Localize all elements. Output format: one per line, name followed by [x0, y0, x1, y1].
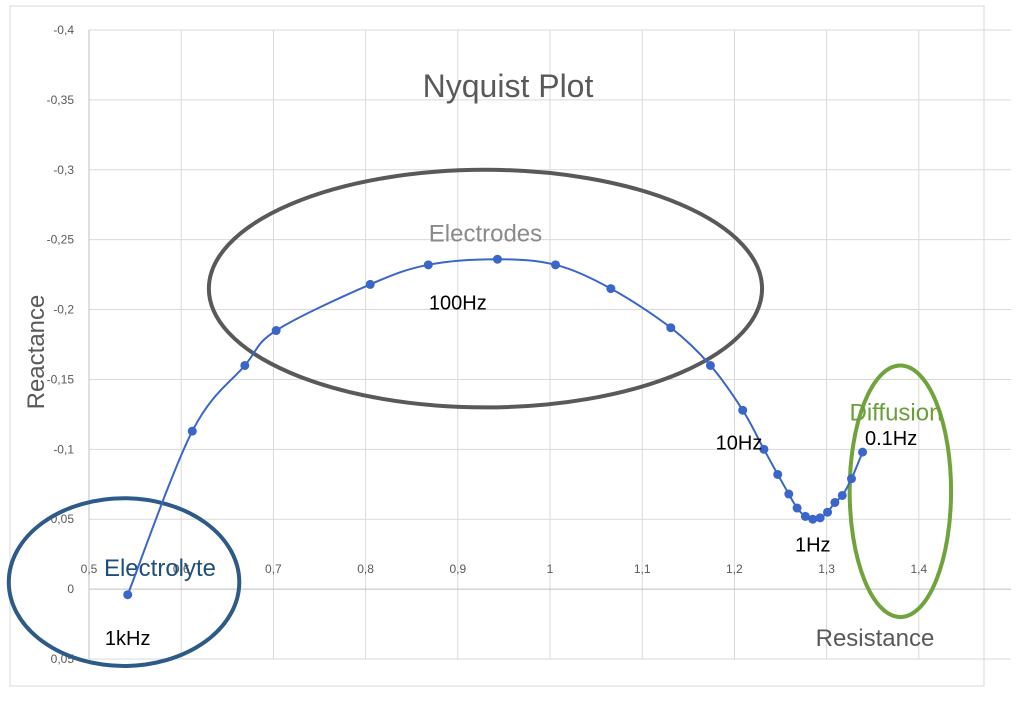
y-tick-label: -0,15 [47, 372, 75, 386]
y-tick-label: -0,2 [53, 303, 74, 317]
annotation-label: 1kHz [105, 628, 151, 650]
region-ellipse-electrodes [206, 167, 765, 410]
region-ellipse-electrolyte [6, 496, 242, 668]
x-tick-label: 0,8 [357, 562, 374, 576]
y-tick-labels: -0,4-0,35-0,3-0,25-0,2-0,15-0,1-0,0500,0… [47, 23, 75, 666]
x-tick-label: 0,6 [173, 562, 190, 576]
chart-title: Nyquist Plot [423, 68, 594, 104]
data-point [240, 360, 250, 370]
data-point [759, 444, 769, 454]
series-layer [123, 254, 868, 600]
data-point [800, 511, 810, 521]
y-tick-label: -0,35 [47, 93, 75, 107]
region-label-diffusion: Diffusion [850, 399, 943, 426]
x-tick-label: 1 [547, 562, 554, 576]
y-tick-label: -0,4 [53, 23, 74, 37]
y-axis-label: Reactance [23, 295, 50, 410]
chart-border [9, 5, 985, 687]
data-point [123, 590, 133, 600]
data-point [823, 507, 833, 517]
region-label-electrolyte: Electrolyte [104, 555, 216, 582]
annotation-label: 1Hz [795, 534, 831, 556]
x-tick-labels: 0,5 0,6 0,7 0,8 0,9 1 1,1 1,2 1,3 1,4 [81, 562, 928, 576]
region-label-electrodes: Electrodes [429, 221, 542, 248]
data-point [705, 360, 715, 370]
data-point [492, 254, 502, 264]
data-point [271, 326, 281, 336]
data-point [738, 405, 748, 415]
x-tick-label: 0,7 [265, 562, 282, 576]
data-point [830, 497, 840, 507]
data-point [423, 260, 433, 270]
data-point [837, 490, 847, 500]
data-point [858, 447, 868, 457]
y-tick-label: 0 [67, 582, 74, 596]
x-tick-label: 0,5 [81, 562, 98, 576]
annotation-label: 10Hz [716, 432, 763, 454]
data-point [551, 260, 561, 270]
y-tick-label: -0,25 [47, 233, 75, 247]
data-point [365, 279, 375, 289]
data-point [784, 489, 794, 499]
grid-layer [88, 29, 1011, 660]
region-ellipse-diffusion [847, 363, 954, 620]
data-point [606, 284, 616, 294]
x-tick-label: 1,4 [910, 562, 927, 576]
x-axis-label: Resistance [816, 625, 935, 652]
data-point [666, 323, 676, 333]
x-tick-label: 1,1 [634, 562, 651, 576]
y-tick-label: -0,3 [53, 163, 74, 177]
data-point [808, 514, 818, 524]
annotation-label: 100Hz [429, 293, 487, 315]
data-point [773, 469, 783, 479]
annotation-layer: 100Hz 10Hz 1Hz 0.1Hz 1kHz [105, 293, 917, 650]
data-point [846, 474, 856, 484]
annotation-label: 0.1Hz [865, 428, 917, 450]
data-point [792, 503, 802, 513]
data-point [815, 513, 825, 523]
y-tick-label: -0,1 [53, 442, 74, 456]
x-tick-label: 1,3 [818, 562, 835, 576]
data-point [187, 426, 197, 436]
x-tick-label: 0,9 [449, 562, 466, 576]
x-tick-label: 1,2 [726, 562, 743, 576]
